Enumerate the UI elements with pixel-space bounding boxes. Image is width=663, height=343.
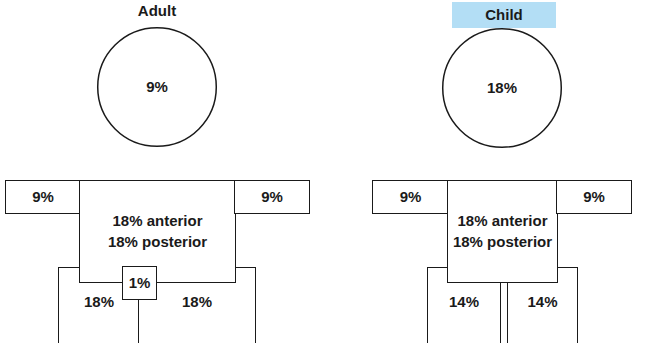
arm-box: 9% <box>5 180 81 214</box>
percent-label: 9% <box>583 187 605 207</box>
percent-label: 18% <box>487 78 517 98</box>
torso-box: 18% anterior18% posterior <box>447 180 558 283</box>
percent-label: 18% <box>84 292 114 312</box>
percent-label: 18% posterior <box>453 232 552 252</box>
arm-box: 9% <box>556 180 632 214</box>
head-circle: 9% <box>97 27 217 147</box>
percent-label: 9% <box>32 187 54 207</box>
head-outline <box>443 29 562 148</box>
percent-label: 18% anterior <box>457 211 547 231</box>
arm-box: 9% <box>234 180 310 214</box>
figure-title: Adult <box>138 2 176 19</box>
figure-title: Child <box>485 5 523 25</box>
title-band: Child <box>452 2 556 28</box>
head-circle: 18% <box>442 28 562 148</box>
percent-label: 9% <box>400 187 422 207</box>
torso-box: 18% anterior18% posterior <box>79 180 236 283</box>
percent-label: 18% <box>182 292 212 312</box>
percent-label: 14% <box>527 292 557 312</box>
percent-label: 9% <box>261 187 283 207</box>
percent-label: 14% <box>449 292 479 312</box>
percent-label: 18% posterior <box>108 232 207 252</box>
head-outline <box>98 28 217 147</box>
percent-label: 9% <box>146 77 168 97</box>
groin-box: 1% <box>122 266 157 300</box>
arm-box: 9% <box>372 180 449 214</box>
percent-label: 18% anterior <box>112 211 202 231</box>
percent-label: 1% <box>129 273 151 293</box>
